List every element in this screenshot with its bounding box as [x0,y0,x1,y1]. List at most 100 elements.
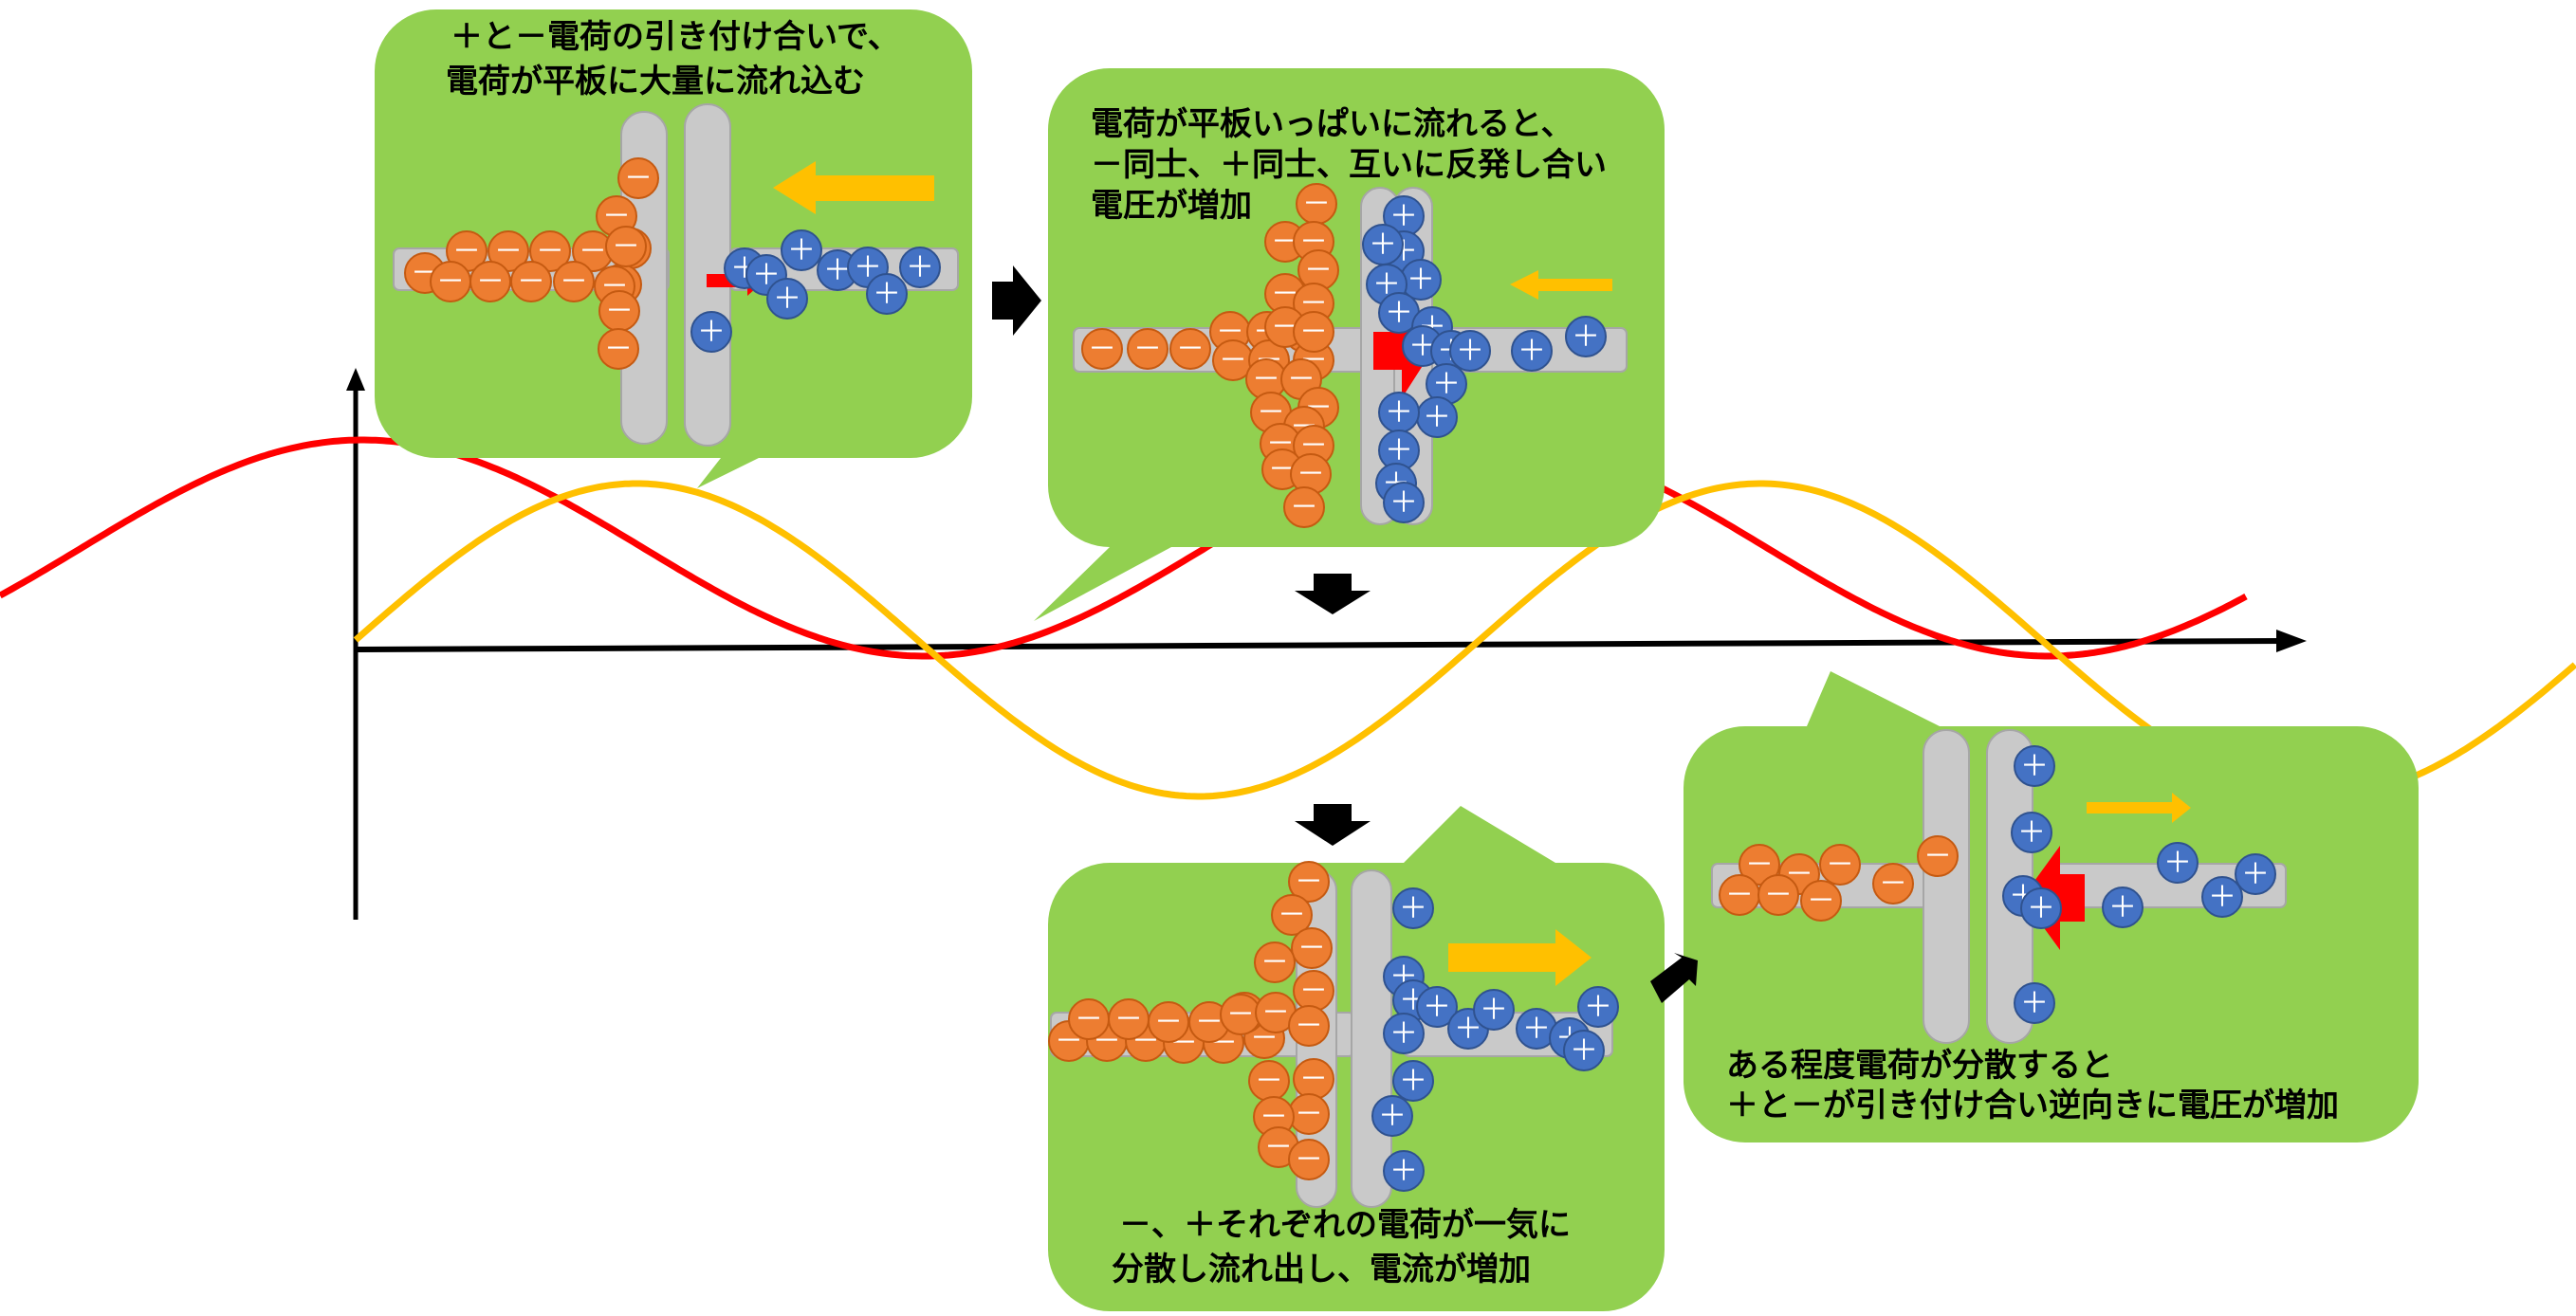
positive-sign: ＋ [1572,320,1600,354]
negative-charge-icon [1288,1005,1330,1047]
negative-sign: － [1297,458,1325,491]
charges-repel: －－－－－－－－－－－－－－－－－－－－－－－－－－－＋＋＋＋＋＋＋＋＋＋＋＋＋… [1081,183,1607,528]
negative-sign: － [1255,1065,1283,1098]
positive-charge-icon [1371,1095,1413,1137]
positive-charge-icon [1565,316,1607,357]
positive-sign: ＋ [1385,434,1413,467]
negative-sign: － [624,162,653,195]
negative-charge-icon [605,226,647,267]
positive-sign: ＋ [1369,228,1397,262]
x-axis-arrowhead-icon [2276,630,2307,652]
panel-attract-line-1: ＋と－電荷の引き付け合いで、 [451,18,900,56]
negative-charge-icon [1288,1139,1330,1180]
positive-charge-icon [766,278,808,320]
negative-sign: － [1745,849,1774,882]
panel-disperse-line-2: 分散し流れ出し、電流が増加 [1112,1251,1531,1289]
negative-sign: － [1088,333,1116,366]
positive-charge-icon [690,311,732,353]
positive-sign: ＋ [1407,264,1435,297]
positive-sign: ＋ [2020,750,2049,783]
positive-sign: ＋ [697,316,726,349]
positive-charge-icon [1383,482,1425,523]
negative-sign: － [1295,1010,1323,1043]
positive-sign: ＋ [1389,486,1418,520]
positive-sign: ＋ [1385,297,1413,330]
positive-charge-icon [1383,1150,1425,1192]
negative-sign: － [1261,996,1290,1030]
bubble-attract [375,9,972,488]
negative-charge-icon [1288,861,1330,903]
negative-charge-icon [529,230,571,272]
positive-charge-icon [1449,330,1491,372]
negative-charge-icon [1271,894,1313,936]
positive-charge-icon [2235,853,2276,895]
positive-charge-icon [1416,986,1458,1028]
positive-sign: ＋ [1570,1034,1598,1068]
negative-charge-icon [1283,486,1325,528]
negative-sign: － [1176,333,1205,366]
negative-sign: － [1879,868,1907,901]
step-arrow-diagonal-icon [1650,953,1698,1003]
negative-sign: － [1295,866,1323,899]
positive-sign: ＋ [1518,335,1546,368]
positive-sign: ＋ [1389,1155,1418,1188]
negative-sign: － [436,265,465,299]
flow-arrow-icon [1510,270,1612,300]
panel-attract: －－－－－－－－－－－－－－－－－＋＋＋＋＋＋＋＋＋ ＋と－電荷の引き付け合いで… [375,9,972,488]
positive-charge-icon [2014,982,2055,1024]
negative-sign: － [1764,879,1793,912]
negative-sign: － [517,265,545,299]
negative-charge-icon [1254,941,1296,983]
positive-sign: ＋ [2208,881,2236,914]
charges-disperse: －－－－－－－－－－－－－－－－－－－－－－－－－＋＋＋＋＋＋＋＋＋＋＋＋＋＋ [1048,861,1619,1192]
negative-sign: － [1807,885,1835,918]
y-axis-arrowhead-icon [346,368,365,391]
negative-charge-icon [1739,844,1780,886]
positive-sign: ＋ [823,254,852,287]
flow-arrow-icon [773,161,934,214]
positive-charge-icon [1473,989,1515,1031]
positive-charge-icon [781,229,822,271]
x-axis [355,638,2287,652]
positive-sign: ＋ [1389,1017,1418,1051]
positive-sign: ＋ [873,278,901,311]
negative-charge-icon [1800,880,1842,922]
negative-sign: － [605,295,634,328]
positive-sign: ＋ [1456,335,1484,368]
positive-charge-icon [2102,886,2144,928]
negative-charge-icon [617,157,659,199]
positive-charge-icon [1511,330,1553,372]
step-arrow-down-icon [1295,574,1371,614]
negative-sign: － [1252,363,1280,396]
negative-sign: － [1304,254,1333,287]
negative-sign: － [1264,1131,1293,1164]
negative-sign: － [1299,316,1328,349]
negative-sign: － [1114,1003,1143,1036]
positive-charge-icon [1392,887,1434,929]
negative-charge-icon [598,328,639,370]
negative-sign: － [1923,840,1952,873]
negative-charge-icon [553,261,595,302]
panel-repel: －－－－－－－－－－－－－－－－－－－－－－－－－－－＋＋＋＋＋＋＋＋＋＋＋＋＋… [1034,68,1665,621]
step-arrows [992,265,1698,1003]
negative-sign: － [1133,333,1162,366]
flow-arrow-icon [1448,929,1592,986]
panel-reverse-line-1: ある程度電荷が分散すると [1726,1047,2113,1085]
negative-sign: － [1226,998,1255,1032]
negative-charge-icon [1293,311,1334,353]
negative-sign: － [579,235,607,268]
positive-sign: ＋ [1480,994,1508,1027]
negative-sign: － [1278,899,1306,932]
negative-charge-icon [1917,835,1959,877]
positive-charge-icon [1577,986,1619,1028]
negative-charge-icon [1291,927,1333,969]
positive-sign: ＋ [2241,858,2270,891]
flow-arrow-icon [2087,793,2191,823]
positive-sign: ＋ [1584,991,1612,1024]
positive-sign: ＋ [2163,847,2192,880]
positive-charge-icon [2157,842,2199,884]
positive-sign: ＋ [1399,1065,1427,1098]
panel-repel-line-2: －同士、＋同士、互いに反発し合い [1091,146,1607,184]
negative-sign: － [1154,1006,1183,1039]
